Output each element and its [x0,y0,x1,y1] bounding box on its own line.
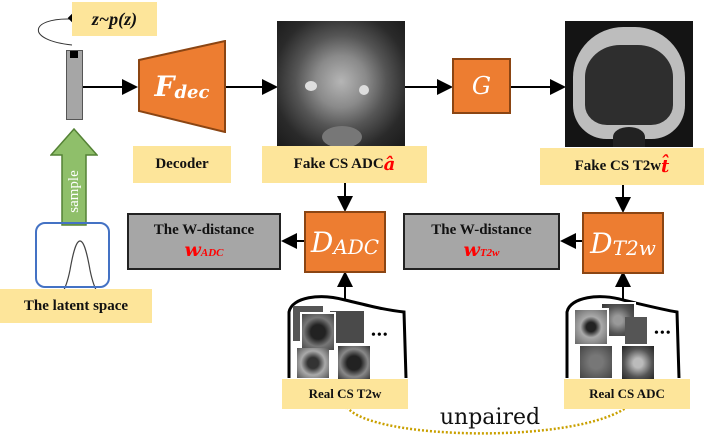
real-t2w-image-stack: ••• [293,304,403,382]
w-t2w-subscript: T2w [479,247,500,259]
real-t2w-ellipsis: ••• [371,328,389,343]
fake-t2w-image [565,21,693,147]
real-adc-image-stack: ••• [570,302,680,382]
real-adc-label: Real CS ADC [564,379,690,409]
latent-space-box [35,222,110,288]
fake-t2w-label: Fake CS T2w t̂ [540,148,704,185]
w-adc-subscript: ADC [200,247,224,259]
fake-adc-symbol: â [383,154,396,175]
fake-adc-image [277,21,405,147]
w-adc-symbol: w [184,239,201,261]
decoder-label: Decoder [133,146,231,183]
w-distance-adc-box: The W-distance wADC [127,213,281,270]
w-distance-t2w-title: The W-distance [431,222,532,238]
latent-vector [66,50,83,120]
latent-vector-anchor-icon [70,51,78,58]
real-adc-ellipsis: ••• [654,326,672,341]
generator-block: G [452,58,511,114]
w-t2w-symbol: w [463,239,480,261]
fake-adc-label: Fake CS ADC â [262,146,427,183]
w-distance-t2w-box: The W-distance wT2w [403,213,560,270]
decoder-symbol: F [154,70,175,103]
real-t2w-label: Real CS T2w [282,379,408,409]
latent-space-label: The latent space [0,289,152,323]
sample-arrow-icon: sample [50,128,98,226]
sample-label: sample [65,169,82,213]
decoder-subscript: dec [174,82,210,103]
fake-t2w-symbol: t̂ [661,156,670,177]
z-distribution-label: z~p(z) [72,2,157,36]
w-distance-adc-title: The W-distance [153,222,255,238]
unpaired-label: unpaired [439,405,541,430]
